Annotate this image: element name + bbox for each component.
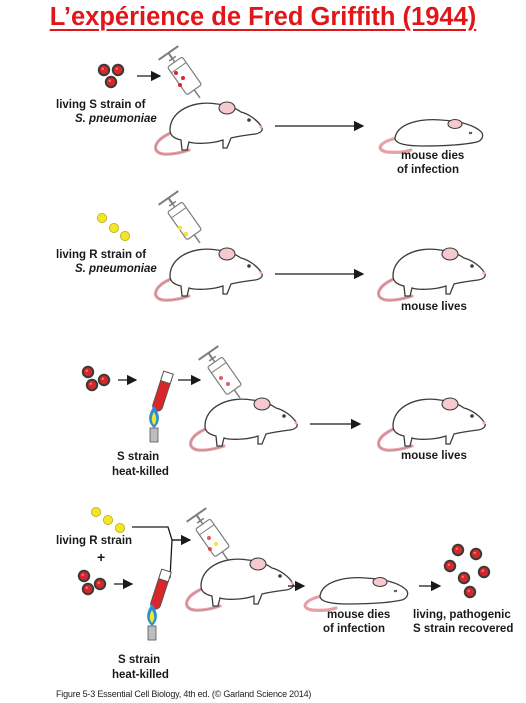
row4-mid-2: of infection [323,623,385,635]
syringe-icon [157,190,211,251]
figure-caption: Figure 5-3 Essential Cell Biology, 4th e… [56,689,312,699]
r-strain-bacteria [97,212,131,242]
mouse-icon [376,246,488,302]
row1-label-2: S. pneumoniae [75,113,157,125]
row-2: living R strain of S. pneumoniae mouse l… [56,190,488,313]
row1-label-1: living S strain of [56,99,146,111]
row3-label-2: heat-killed [112,466,169,478]
page-title: L’expérience de Fred Griffith (1944) [49,3,477,31]
test-tube-icon [148,568,172,611]
row4-mid-1: mouse dies [327,609,390,621]
row4-label-top: living R strain [56,535,132,547]
s-strain-bacteria [97,63,125,89]
row2-label-1: living R strain of [56,249,146,261]
syringe-icon [157,45,211,106]
row3-result-1: mouse lives [401,450,467,462]
row-4: living R strain + S strain heat-killed m… [56,506,513,681]
mouse-icon [153,246,265,302]
syringe-icon [185,507,239,568]
row2-result-1: mouse lives [401,301,467,313]
row4-result-2: S strain recovered [413,623,513,635]
row-1: living S strain of S. pneumoniae mouse d… [56,45,485,176]
dead-mouse-icon [303,575,410,612]
row3-label-1: S strain [117,451,159,463]
row-3: S strain heat-killed mouse lives [81,345,488,478]
row2-label-2: S. pneumoniae [75,263,157,275]
dead-mouse-icon [378,117,485,154]
r-strain-bacteria [91,506,125,533]
row1-result-1: mouse dies [401,150,464,162]
s-strain-bacteria [443,543,491,599]
row4-result-1: living, pathogenic [413,609,511,621]
plus-sign: + [97,549,105,565]
s-strain-bacteria [81,365,111,392]
mouse-icon [188,396,300,452]
row4-label-1: S strain [118,654,160,666]
mouse-icon [153,100,265,156]
mouse-icon [376,396,488,452]
mouse-icon [184,556,296,612]
row4-label-2: heat-killed [112,669,169,681]
syringe-icon [197,345,251,406]
row1-result-2: of infection [397,164,459,176]
s-strain-bacteria [77,569,107,596]
test-tube-icon [150,370,174,413]
